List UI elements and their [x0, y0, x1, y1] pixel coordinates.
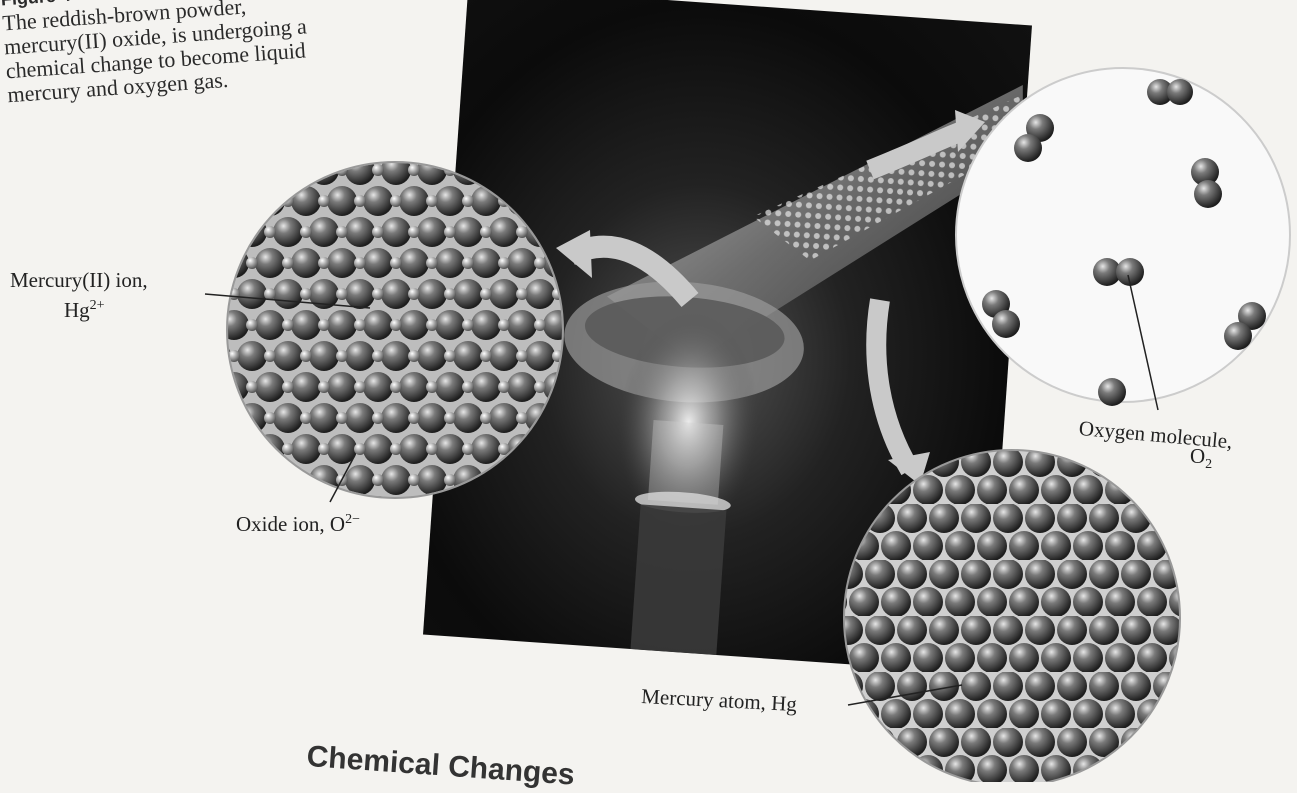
mercury-oxide-view: [220, 155, 570, 505]
mercury-ion-name: Mercury(II) ion,: [10, 268, 148, 292]
oxide-ion-label: Oxide ion, O2−: [236, 508, 360, 536]
oxygen-molecule-subscript: 2: [1205, 457, 1212, 472]
mercury-ion-label: Mercury(II) ion,: [10, 268, 148, 292]
mercury-ion-formula: Hg2+: [64, 294, 105, 322]
mercury-ion-charge: 2+: [90, 298, 105, 313]
oxide-ion-name: Oxide ion, O: [236, 512, 345, 536]
mercury-ion-symbol: Hg: [64, 298, 90, 322]
oxygen-molecule-symbol: O: [1190, 444, 1205, 468]
arrow-to-mercury: [876, 300, 910, 470]
mercury-atoms-view: [840, 448, 1185, 782]
arrow-to-oxygen: [870, 130, 965, 170]
oxide-ion-charge: 2−: [345, 512, 360, 527]
oxygen-molecule-formula: O2: [1190, 444, 1212, 477]
oxygen-view: [956, 68, 1290, 406]
